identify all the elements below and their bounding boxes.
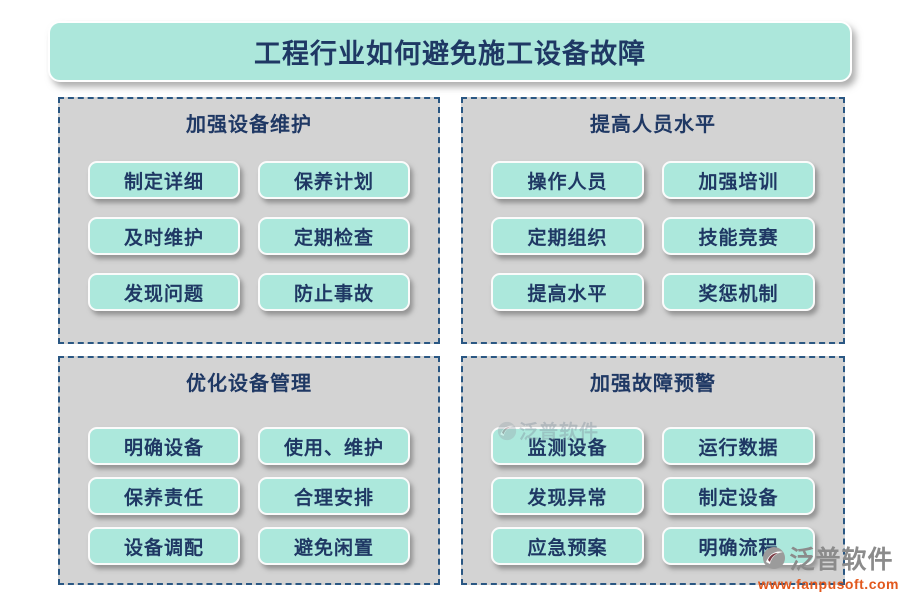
node-button[interactable]: 及时维护 [88,217,240,255]
panel-title: 加强故障预警 [590,373,716,395]
panel-title: 加强设备维护 [186,114,312,136]
panel-equipment-management: 优化设备管理 明确设备 使用、维护 保养责任 合理安排 设备调配 避免闲置 [58,356,440,585]
node-button[interactable]: 明确流程 [662,527,815,565]
node-button[interactable]: 制定详细 [88,161,240,199]
node-button[interactable]: 合理安排 [258,477,410,515]
node-button[interactable]: 提高水平 [491,273,644,311]
node-button[interactable]: 防止事故 [258,273,410,311]
fanpu-logo-icon [762,546,786,570]
node-button[interactable]: 使用、维护 [258,427,410,465]
node-button[interactable]: 奖惩机制 [662,273,815,311]
node-button[interactable]: 应急预案 [491,527,644,565]
node-button[interactable]: 定期检查 [258,217,410,255]
button-grid: 制定详细 保养计划 及时维护 定期检查 发现问题 防止事故 [60,161,438,311]
button-grid: 操作人员 加强培训 定期组织 技能竞赛 提高水平 奖惩机制 [463,161,843,311]
page-title: 工程行业如何避免施工设备故障 [48,21,852,82]
node-button[interactable]: 操作人员 [491,161,644,199]
node-button[interactable]: 定期组织 [491,217,644,255]
node-button[interactable]: 加强培训 [662,161,815,199]
node-button[interactable]: 保养计划 [258,161,410,199]
node-button[interactable]: 制定设备 [662,477,815,515]
node-button[interactable]: 技能竞赛 [662,217,815,255]
panel-title: 提高人员水平 [590,114,716,136]
panel-title: 优化设备管理 [186,373,312,395]
brand-name: 泛普软件 [789,546,894,574]
brand-watermark: 泛普软件 www.fanpusoft.com [758,540,898,592]
button-grid: 明确设备 使用、维护 保养责任 合理安排 设备调配 避免闲置 [60,427,438,565]
node-button[interactable]: 监测设备 [491,427,644,465]
panel-personnel-level: 提高人员水平 操作人员 加强培训 定期组织 技能竞赛 提高水平 奖惩机制 [461,97,845,344]
button-grid: 监测设备 运行数据 发现异常 制定设备 应急预案 明确流程 [463,427,843,565]
node-button[interactable]: 设备调配 [88,527,240,565]
panel-fault-warning: 加强故障预警 监测设备 运行数据 发现异常 制定设备 应急预案 明确流程 [461,356,845,585]
panel-equipment-maintenance: 加强设备维护 制定详细 保养计划 及时维护 定期检查 发现问题 防止事故 [58,97,440,344]
node-button[interactable]: 发现异常 [491,477,644,515]
node-button[interactable]: 明确设备 [88,427,240,465]
brand-url[interactable]: www.fanpusoft.com [758,576,899,592]
node-button[interactable]: 避免闲置 [258,527,410,565]
node-button[interactable]: 发现问题 [88,273,240,311]
node-button[interactable]: 保养责任 [88,477,240,515]
node-button[interactable]: 运行数据 [662,427,815,465]
